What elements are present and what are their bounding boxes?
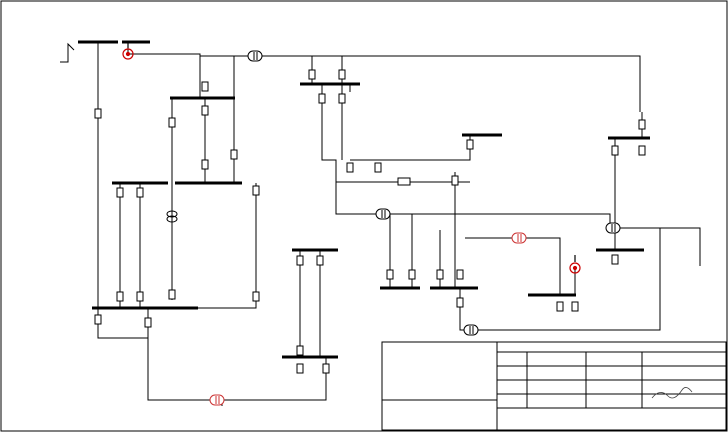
feeder-line (221, 357, 327, 406)
breaker (201, 105, 209, 116)
busbars (78, 40, 650, 359)
tie-breakers (209, 50, 621, 406)
breaker (456, 297, 464, 308)
breaker (168, 117, 176, 128)
breaker (316, 255, 324, 266)
feeder-line (350, 135, 471, 161)
feeder-line (97, 308, 149, 339)
generator-symbol (122, 42, 134, 60)
breaker (556, 301, 564, 312)
breaker (94, 108, 102, 119)
breaker (296, 363, 304, 374)
title-block (381, 341, 727, 431)
breaker (201, 159, 209, 170)
breaker (638, 145, 646, 156)
signature-mark (651, 387, 693, 399)
title-block-frame (381, 341, 727, 431)
feeder-line (335, 182, 701, 266)
tie-breaker (605, 222, 621, 234)
breaker (322, 363, 330, 374)
breaker (252, 185, 260, 196)
breaker (296, 255, 304, 266)
coupling-element (166, 210, 178, 223)
breaker (386, 269, 394, 280)
breaker (136, 291, 144, 302)
tie-breaker (209, 394, 225, 406)
breaker (116, 291, 124, 302)
breaker (136, 187, 144, 198)
tie-breaker (247, 50, 263, 62)
breaker (571, 301, 579, 312)
breakers (94, 69, 646, 374)
tie-breaker (375, 208, 391, 220)
breaker (338, 93, 346, 104)
breaker (230, 149, 238, 160)
breaker (144, 317, 152, 328)
breaker (201, 81, 209, 92)
breaker (374, 162, 382, 173)
feeder-line (459, 228, 661, 331)
feeder-line (321, 84, 470, 183)
feeder-line (465, 237, 561, 295)
breaker (436, 269, 444, 280)
feeder-line (147, 338, 222, 401)
breaker (638, 119, 646, 130)
direction-arrow (60, 42, 75, 63)
generator-symbol (569, 255, 581, 274)
breaker (346, 162, 354, 173)
breaker (397, 177, 411, 186)
sources (122, 42, 581, 274)
breaker (338, 69, 346, 80)
breaker (94, 314, 102, 325)
breaker (252, 291, 260, 302)
breaker (308, 69, 316, 80)
breaker (116, 187, 124, 198)
tie-breaker (463, 324, 479, 336)
breaker (456, 269, 464, 280)
breaker (408, 269, 416, 280)
breaker (466, 139, 474, 150)
breaker (168, 289, 176, 300)
tie-breaker (511, 232, 527, 244)
breaker (296, 345, 304, 356)
breaker (451, 175, 459, 186)
breaker (611, 254, 619, 265)
feeder-line (198, 183, 257, 309)
breaker (318, 93, 326, 104)
breaker (611, 145, 619, 156)
